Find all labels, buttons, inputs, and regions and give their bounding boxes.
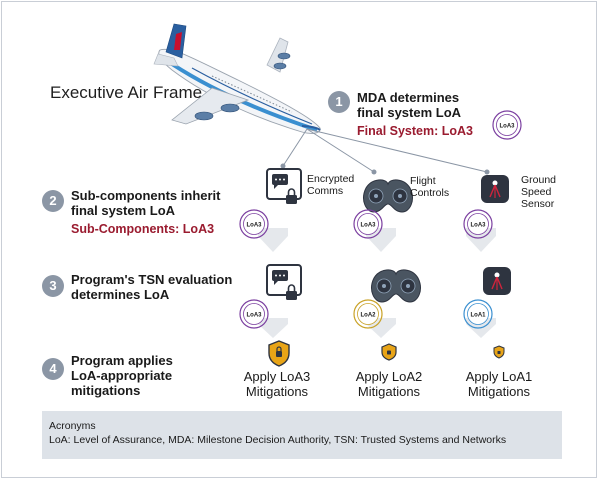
loa-badge-row3-comms-text: LoA3 xyxy=(247,313,263,319)
mitigation-1-line2: Mitigations xyxy=(357,384,421,399)
step-4-number: 4 xyxy=(42,358,64,380)
loa-badge-row3-comms: LoA3 xyxy=(239,299,269,329)
mitigation-2-line2: Mitigations xyxy=(467,384,531,399)
loa-badge-row2-comms-text: LoA3 xyxy=(247,223,263,229)
loa-badge-row2-comms: LoA3 xyxy=(239,209,269,239)
loa-badge-row2-flight: LoA3 xyxy=(353,209,383,239)
step-4-line2: LoA-appropriate xyxy=(71,368,173,383)
step-2-line2: final system LoA xyxy=(71,203,176,218)
step-2-sub: Sub-Components: LoA3 xyxy=(71,222,215,236)
component-0-line2: Comms xyxy=(307,185,344,197)
shield-icon-loa2 xyxy=(381,343,397,361)
step-2-heading: Sub-components inherit final system LoA xyxy=(71,188,221,218)
component-0-line1: Encrypted xyxy=(307,173,355,185)
step-4-heading: Program applies LoA-appropriate mitigati… xyxy=(71,353,173,398)
step-1-number: 1 xyxy=(328,91,350,113)
step-3-number: 3 xyxy=(42,275,64,297)
mitigation-label-loa2: Apply LoA2 Mitigations xyxy=(344,369,434,399)
ground-speed-sensor-icon-row3 xyxy=(483,267,511,295)
component-label-flight-controls: Flight Controls xyxy=(410,175,449,199)
component-label-ground-speed-sensor: Ground Speed Sensor xyxy=(521,174,556,210)
component-2-line3: Sensor xyxy=(521,198,555,210)
loa-badge-row3-sensor-text: LoA1 xyxy=(471,313,487,319)
step-3-line1: Program's TSN evaluation xyxy=(71,272,233,287)
step-4-line1: Program applies xyxy=(71,353,173,368)
loa-badge-row2-sensor-text: LoA3 xyxy=(471,223,487,229)
diagram-title: Executive Air Frame xyxy=(50,83,203,102)
row3-badges: LoA3 LoA2 LoA1 xyxy=(239,299,496,338)
loa-badge-row2-sensor: LoA3 xyxy=(463,209,493,239)
step-3-heading: Program's TSN evaluation determines LoA xyxy=(71,272,232,302)
loa-badge-row3-flight-text: LoA2 xyxy=(361,313,377,319)
loa-badge-final-text: LoA3 xyxy=(500,124,516,130)
acronyms-panel: Acronyms LoA: Level of Assurance, MDA: M… xyxy=(42,411,562,459)
shield-icon-loa1 xyxy=(493,345,505,359)
component-1-line2: Controls xyxy=(410,187,450,199)
flight-controls-icon xyxy=(363,179,413,213)
mitigation-1-line1: Apply LoA2 xyxy=(355,369,423,384)
airplane-icon xyxy=(153,23,321,134)
mitigation-2-line1: Apply LoA1 xyxy=(465,369,533,384)
mitigation-label-loa3: Apply LoA3 Mitigations xyxy=(232,369,322,399)
step-2-line1: Sub-components inherit xyxy=(71,188,221,203)
step-1-line1: MDA determines xyxy=(357,90,460,105)
mitigation-label-loa1: Apply LoA1 Mitigations xyxy=(454,369,544,399)
mitigation-0-line1: Apply LoA3 xyxy=(243,369,311,384)
step-2-number: 2 xyxy=(42,190,64,212)
loa-badge-final: LoA3 xyxy=(492,110,522,140)
encrypted-comms-icon xyxy=(266,168,302,204)
shield-icon-loa3 xyxy=(268,340,290,367)
ground-speed-sensor-icon xyxy=(481,175,509,203)
loa-badge-row3-flight: LoA2 xyxy=(353,299,383,329)
step-3-line2: determines LoA xyxy=(71,287,170,302)
acronyms-body: LoA: Level of Assurance, MDA: Milestone … xyxy=(49,434,507,446)
step-1-sub: Final System: LoA3 xyxy=(357,124,473,138)
loa-badge-row2-flight-text: LoA3 xyxy=(361,223,377,229)
component-1-line1: Flight xyxy=(410,175,436,187)
component-2-line1: Ground xyxy=(521,174,557,186)
encrypted-comms-icon-row3 xyxy=(266,264,302,300)
row2-badges: LoA3 LoA3 LoA3 xyxy=(239,209,496,252)
component-2-line2: Speed xyxy=(521,186,552,198)
loa-badge-row3-sensor: LoA1 xyxy=(463,299,493,329)
mitigation-0-line2: Mitigations xyxy=(245,384,309,399)
step-4-line3: mitigations xyxy=(71,383,141,398)
step-1-line2: final system LoA xyxy=(357,105,462,120)
step-1-heading: MDA determines final system LoA xyxy=(357,90,461,120)
acronyms-title: Acronyms xyxy=(49,420,96,432)
flight-controls-icon-row3 xyxy=(371,269,421,303)
component-label-encrypted-comms: Encrypted Comms xyxy=(307,173,354,197)
